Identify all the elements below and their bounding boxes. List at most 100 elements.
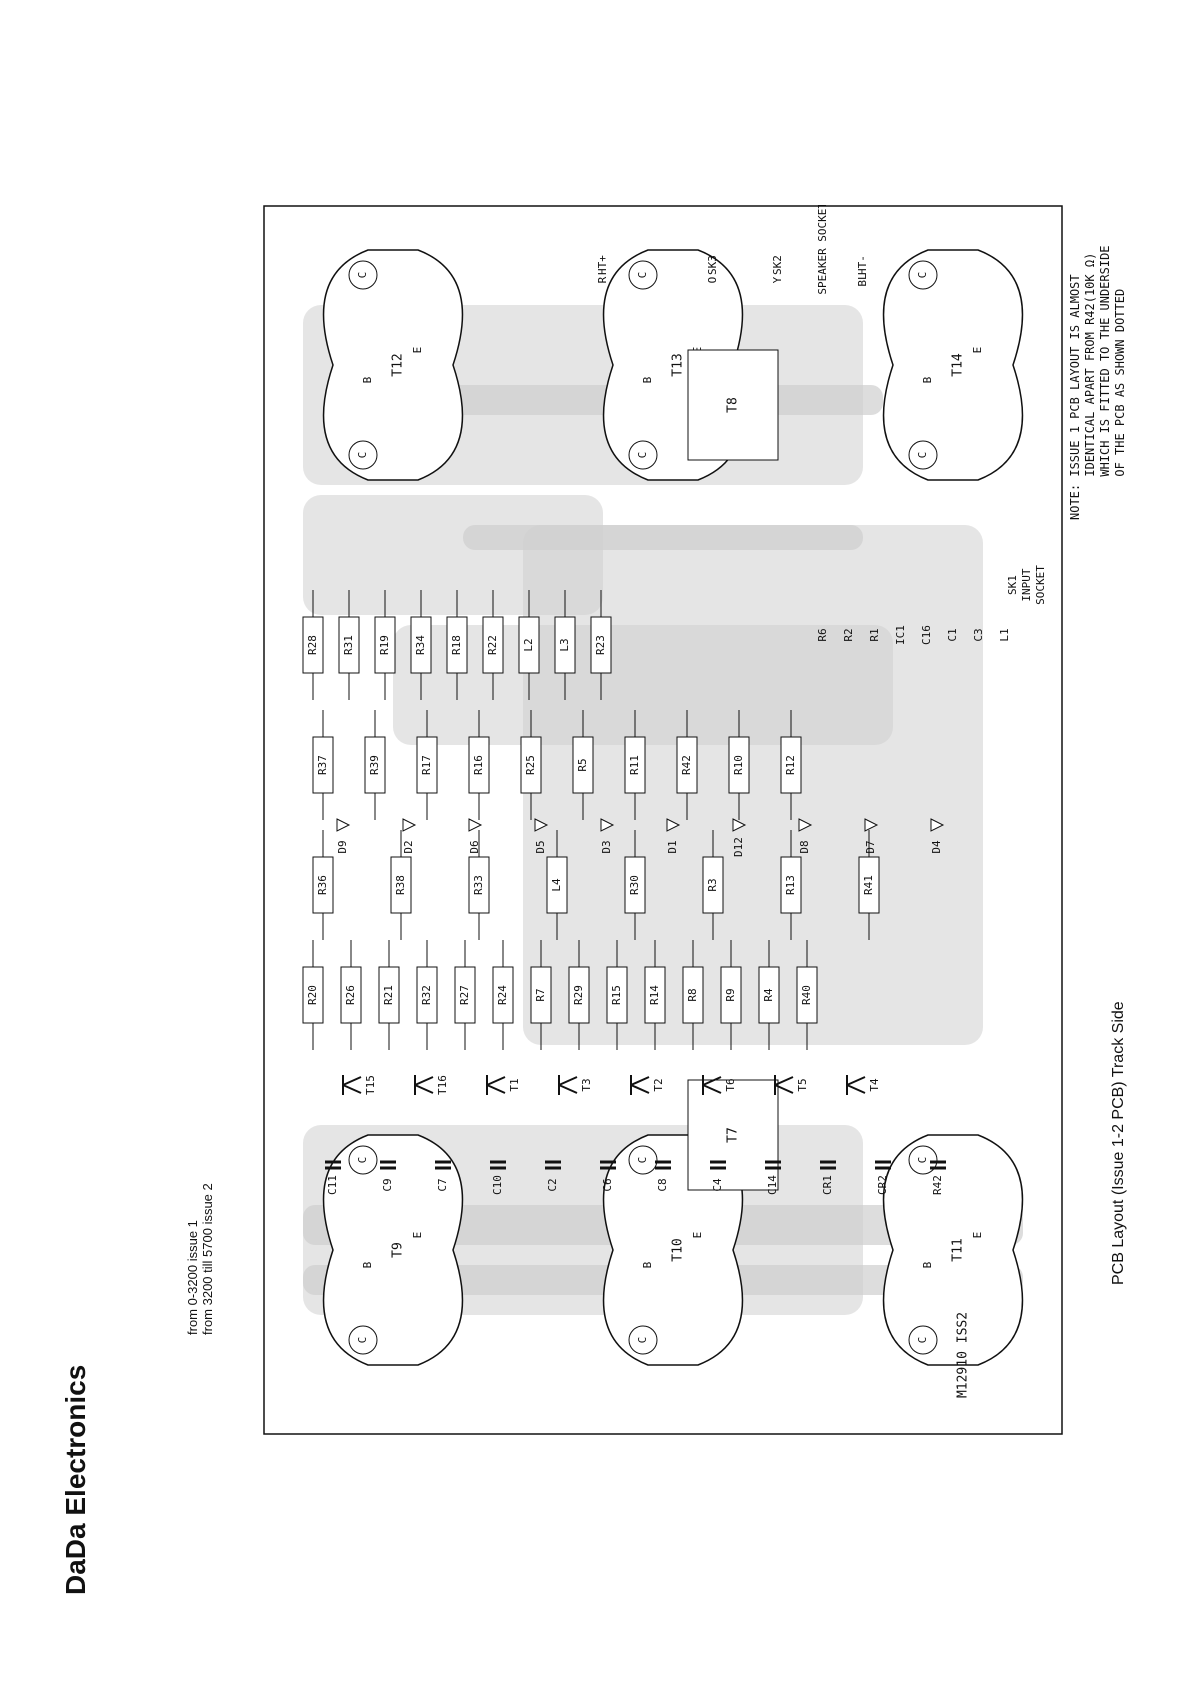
small-transistor-label: T1	[508, 1078, 521, 1091]
resistor-label: R10	[732, 755, 745, 775]
transistor-symbol	[702, 1075, 722, 1095]
brand-title: DaDa Electronics	[60, 1364, 91, 1595]
resistor-body	[590, 616, 612, 674]
capacitor-label: C14	[766, 1175, 779, 1195]
resistor-label: R30	[628, 875, 641, 895]
resistor-label: L3	[558, 638, 571, 651]
resistor-label: R26	[344, 985, 357, 1005]
diode-label: D9	[336, 840, 349, 853]
resistor-label: R32	[420, 985, 433, 1005]
diode-symbol	[402, 818, 417, 832]
resistor-body	[676, 736, 698, 794]
transistor-pin-c: C	[636, 272, 649, 279]
connector-label: O	[706, 277, 719, 284]
resistor-label: R37	[316, 755, 329, 775]
transistor-symbol	[846, 1075, 866, 1095]
transistor-pin-c: C	[636, 452, 649, 459]
resistor-body	[568, 966, 590, 1024]
transistor-symbol	[558, 1075, 578, 1095]
diode-label: D3	[600, 840, 613, 853]
resistor-body	[530, 966, 552, 1024]
power-transistor-label: T10	[671, 1238, 686, 1261]
resistor-body	[546, 856, 568, 914]
resistor-label: R39	[368, 755, 381, 775]
mount-hole	[908, 260, 938, 290]
capacitor-label: C2	[546, 1178, 559, 1191]
transistor-pin-c: C	[916, 1337, 929, 1344]
mount-hole	[348, 440, 378, 470]
diode-label: D2	[402, 840, 415, 853]
resistor-body	[468, 856, 490, 914]
transistor-pin-c: C	[356, 1157, 369, 1164]
power-transistor-body	[882, 1134, 1024, 1366]
capacitor-label: C4	[711, 1178, 724, 1192]
right-part-label: R6	[816, 628, 829, 641]
resistor-body	[780, 736, 802, 794]
transistor-symbol	[486, 1075, 506, 1095]
transistor-pin-e: E	[971, 1232, 984, 1239]
resistor-body	[338, 616, 360, 674]
resistor-body	[728, 736, 750, 794]
resistor-label: R21	[382, 985, 395, 1005]
copper-area	[303, 495, 603, 615]
connector-label: HT+	[596, 255, 609, 275]
resistor-body	[446, 616, 468, 674]
small-transistor-label: T2	[652, 1078, 665, 1091]
transistor-symbol	[414, 1075, 434, 1095]
connector-label: HT-	[856, 255, 869, 275]
mount-hole	[628, 440, 658, 470]
transistor-pin-c: C	[916, 272, 929, 279]
resistor-label: R19	[378, 635, 391, 655]
power-transistor-label: T11	[951, 1238, 966, 1261]
resistor-body	[374, 616, 396, 674]
resistor-body	[468, 736, 490, 794]
capacitor-label: C11	[326, 1175, 339, 1195]
transistor-pin-b: B	[921, 1261, 934, 1268]
resistor-label: R41	[862, 875, 875, 895]
resistor-label: R12	[784, 755, 797, 775]
resistor-label: R11	[628, 755, 641, 775]
resistor-label: R22	[486, 635, 499, 655]
right-part-label: IC1	[894, 625, 907, 645]
resistor-label: R4	[762, 988, 775, 1002]
resistor-body	[302, 616, 324, 674]
resistor-label: R31	[342, 635, 355, 655]
right-part-label: C16	[920, 625, 933, 645]
diode-symbol	[798, 818, 813, 832]
resistor-body	[796, 966, 818, 1024]
resistor-label: R40	[800, 985, 813, 1005]
diode-label: D5	[534, 840, 547, 853]
pcb-board: CCT12BECCT13BECCT14BECCT9BECCT10BECCT11B…	[263, 205, 1063, 1435]
diode-label: D8	[798, 840, 811, 853]
input-label: INPUT	[1020, 568, 1033, 601]
transistor-pin-c: C	[356, 452, 369, 459]
copper-area	[393, 625, 893, 745]
transistor-pin-c: C	[636, 1337, 649, 1344]
resistor-body	[482, 616, 504, 674]
resistor-label: R14	[648, 985, 661, 1005]
mount-hole	[628, 1325, 658, 1355]
diode-label: D4	[930, 840, 943, 854]
connector-label: SPEAKER SOCKETS	[816, 205, 829, 295]
power-transistor-label: T9	[391, 1242, 406, 1258]
serial-note-1: from 0-3200 issue 1	[185, 1220, 200, 1335]
capacitor-label: C7	[436, 1178, 449, 1191]
resistor-label: R27	[458, 985, 471, 1005]
resistor-body	[454, 966, 476, 1024]
connector-label: SK3	[706, 255, 719, 275]
diode-label: D6	[468, 840, 481, 853]
driver-label: T7	[726, 1127, 741, 1143]
power-transistor-body	[322, 1134, 464, 1366]
resistor-body	[758, 966, 780, 1024]
transistor-pin-e: E	[971, 347, 984, 354]
resistor-body	[554, 616, 576, 674]
resistor-body	[340, 966, 362, 1024]
resistor-label: R25	[524, 755, 537, 775]
connector-label: SK2	[771, 255, 784, 275]
diode-symbol	[468, 818, 483, 832]
right-part-label: R2	[842, 628, 855, 641]
power-transistor-label: T14	[951, 353, 966, 377]
transistor-pin-b: B	[921, 376, 934, 383]
resistor-label: R24	[496, 985, 509, 1005]
resistor-label: R5	[576, 758, 589, 771]
